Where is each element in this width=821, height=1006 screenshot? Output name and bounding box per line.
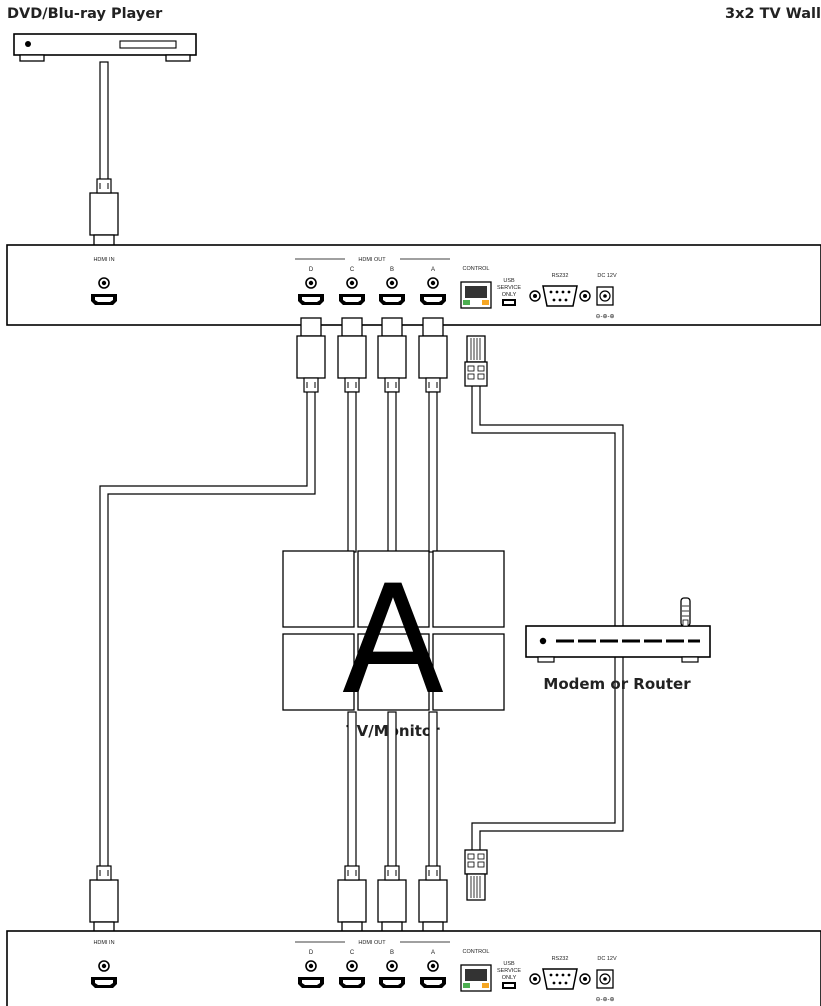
top-hdmi-out-label: HDMI OUT	[358, 257, 386, 263]
bottom-rs232-label: RS232	[552, 956, 569, 962]
bottom-port-a: A	[431, 950, 435, 956]
bottom-hdmi-in-label: HDMI IN	[93, 940, 114, 946]
dvd-player-icon	[13, 33, 197, 62]
top-rs232-label: RS232	[552, 273, 569, 279]
top-port-a: A	[431, 267, 435, 273]
router-label: Modem or Router	[543, 675, 691, 693]
bottom-input-plugs	[89, 849, 488, 941]
top-port-c: C	[350, 267, 355, 273]
hdmi-cable-source	[89, 61, 119, 254]
top-hdmi-in-label: HDMI IN	[93, 257, 114, 263]
bottom-usb-label-2: SERVICE	[497, 968, 521, 974]
top-port-d: D	[309, 267, 314, 273]
bottom-port-c: C	[350, 950, 355, 956]
bottom-control-label: CONTROL	[463, 949, 490, 955]
router-icon	[525, 597, 711, 663]
top-control-label: CONTROL	[463, 266, 490, 272]
top-dc-label: DC 12V	[597, 273, 617, 279]
bottom-port-b: B	[390, 950, 394, 956]
bottom-dc-label: DC 12V	[597, 956, 617, 962]
bottom-port-d: D	[309, 950, 314, 956]
wall-title: 3x2 TV Wall	[725, 6, 821, 22]
top-output-plugs	[296, 317, 488, 393]
top-usb-label-2: SERVICE	[497, 285, 521, 291]
tv-wall-letter: A	[342, 554, 445, 728]
tv-wall: A TV/Monitor	[282, 550, 505, 740]
bottom-usb-label-1: USB	[503, 961, 515, 967]
top-usb-label-1: USB	[503, 278, 515, 284]
bottom-hdmi-out-label: HDMI OUT	[358, 940, 386, 946]
top-usb-label-3: ONLY	[502, 292, 517, 298]
source-device-title: DVD/Blu-ray Player	[7, 6, 163, 22]
top-matrix-unit: HDMI IN HDMI OUT D C B A CONTROL USB SER…	[6, 244, 821, 326]
bottom-matrix-unit: HDMI IN HDMI OUT D C B A CONTROL USB SER…	[6, 930, 821, 1006]
bottom-usb-label-3: ONLY	[502, 975, 517, 981]
top-port-b: B	[390, 267, 394, 273]
